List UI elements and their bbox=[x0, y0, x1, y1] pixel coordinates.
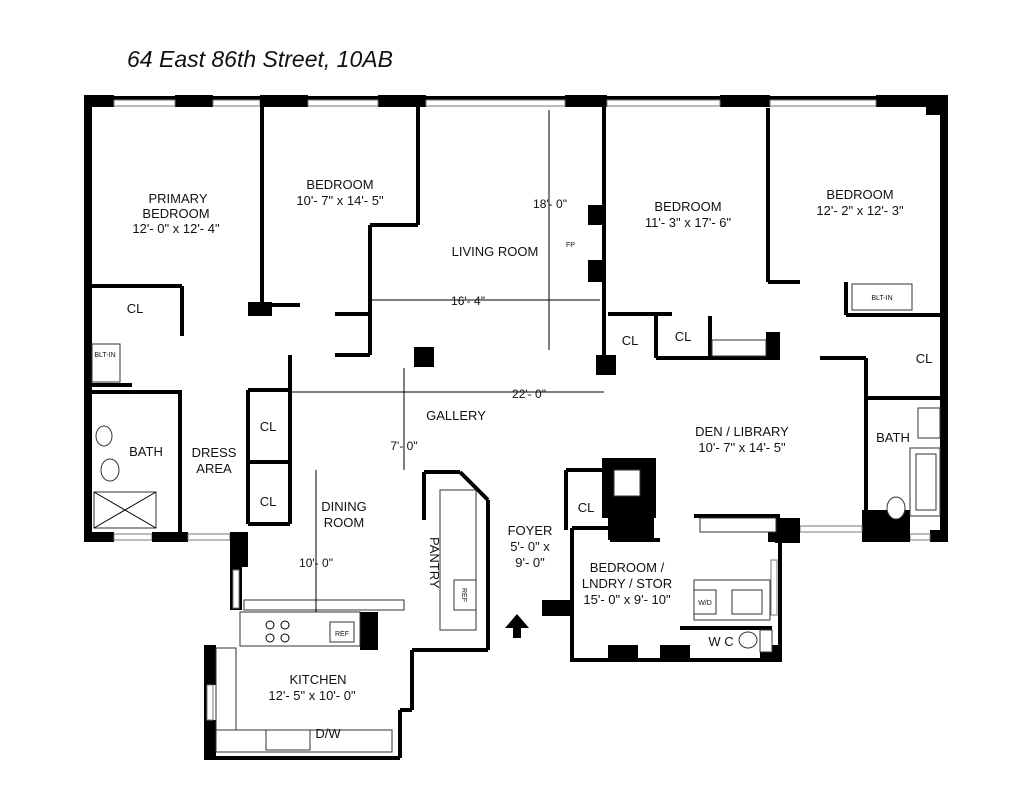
fixtures bbox=[91, 283, 941, 753]
closet-label: CL bbox=[127, 301, 144, 316]
bedroom-3-label: BEDROOM bbox=[826, 187, 893, 202]
bath-left-label: BATH bbox=[129, 444, 163, 459]
living-room-width: 16'- 4" bbox=[451, 294, 485, 308]
dining-label-2: ROOM bbox=[324, 515, 364, 530]
wc-label: W C bbox=[708, 634, 733, 649]
closet-label: CL bbox=[578, 500, 595, 515]
closet-label: CL bbox=[622, 333, 639, 348]
bath-right-label: BATH bbox=[876, 430, 910, 445]
primary-bedroom-label-2: BEDROOM bbox=[142, 206, 209, 221]
bedroom-2-label: BEDROOM bbox=[654, 199, 721, 214]
den-dims: 10'- 7" x 14'- 5" bbox=[698, 440, 786, 455]
dress-area-label-1: DRESS bbox=[192, 445, 237, 460]
exterior-walls bbox=[84, 95, 948, 760]
bedroom-lndry-label-1: BEDROOM / bbox=[590, 560, 665, 575]
kitchen-dw: D/W bbox=[315, 726, 341, 741]
fireplace-label: FP bbox=[566, 242, 575, 249]
foyer-dims-2: 9'- 0" bbox=[515, 555, 545, 570]
listing-title: 64 East 86th Street, 10AB bbox=[127, 46, 393, 72]
interior-walls bbox=[86, 100, 944, 630]
dimension-lines bbox=[292, 110, 604, 612]
gallery-label: GALLERY bbox=[426, 408, 486, 423]
primary-bedroom-dims: 12'- 0" x 12'- 4" bbox=[132, 221, 220, 236]
bedroom-lndry-label-2: LNDRY / STOR bbox=[582, 576, 672, 591]
living-room-depth: 18'- 0" bbox=[533, 197, 567, 211]
pantry-label: PANTRY bbox=[427, 537, 442, 589]
closet-label: CL bbox=[675, 329, 692, 344]
bedroom-2-dims: 11'- 3" x 17'- 6" bbox=[645, 215, 732, 230]
dining-dim: 10'- 0" bbox=[299, 556, 333, 570]
bedroom-1-label: BEDROOM bbox=[306, 177, 373, 192]
entry-arrow bbox=[505, 614, 529, 638]
pantry-ref: REF bbox=[460, 588, 467, 602]
closet-label: CL bbox=[916, 351, 933, 366]
kitchen-ref: REF bbox=[335, 631, 349, 638]
gallery-length: 22'- 0" bbox=[512, 387, 546, 401]
kitchen-label: KITCHEN bbox=[289, 672, 346, 687]
closet-builtin-label: BLT-IN bbox=[94, 352, 115, 359]
primary-bedroom-label-1: PRIMARY bbox=[149, 191, 208, 206]
bedroom-3-dims: 12'- 2" x 12'- 3" bbox=[816, 203, 904, 218]
closet-label: CL bbox=[260, 494, 277, 509]
den-label: DEN / LIBRARY bbox=[695, 424, 789, 439]
gallery-width: 7'- 0" bbox=[390, 439, 417, 453]
bedroom-lndry-dims: 15'- 0" x 9'- 10" bbox=[583, 592, 671, 607]
foyer-dims-1: 5'- 0" x bbox=[510, 539, 550, 554]
foyer-label: FOYER bbox=[508, 523, 553, 538]
closet-label: CL bbox=[260, 419, 277, 434]
living-room-label: LIVING ROOM bbox=[452, 244, 539, 259]
washer-dryer-label: W/D bbox=[698, 600, 712, 607]
dining-label-1: DINING bbox=[321, 499, 367, 514]
room-labels: PRIMARY BEDROOM 12'- 0" x 12'- 4" BEDROO… bbox=[94, 177, 932, 741]
kitchen-dims: 12'- 5" x 10'- 0" bbox=[268, 688, 356, 703]
dress-area-label-2: AREA bbox=[196, 461, 232, 476]
bedroom-1-dims: 10'- 7" x 14'- 5" bbox=[296, 193, 384, 208]
bedroom-3-builtin: BLT-IN bbox=[871, 295, 892, 302]
